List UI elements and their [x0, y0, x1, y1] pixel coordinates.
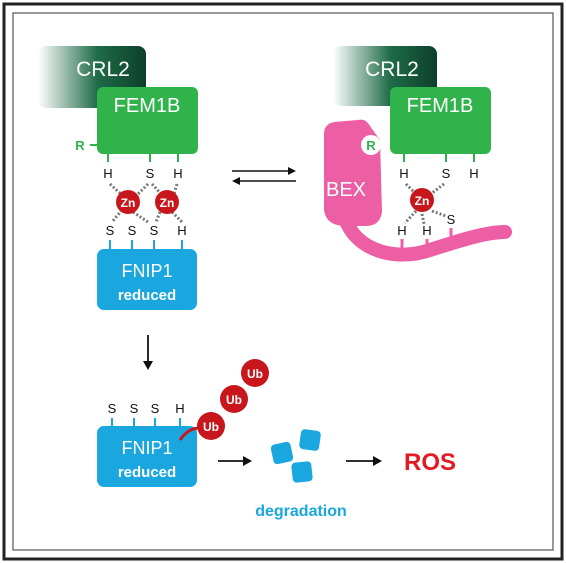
r-residue-left: R — [75, 138, 85, 153]
ub-label-2: Ub — [226, 393, 242, 407]
fnip1-label-left: FNIP1 — [121, 261, 172, 281]
r-residue-circle-right — [361, 135, 381, 155]
arrow-to-degradation — [218, 456, 252, 466]
right-complex: CRL2 FEM1B BEX R H S H Zn H H S — [324, 46, 512, 262]
fnip1-residue-2-left: S — [128, 223, 137, 238]
zinc-ion-left-1 — [116, 190, 140, 214]
ub-label-3: Ub — [247, 367, 263, 381]
zinc-ion-left-2 — [155, 190, 179, 214]
equilibrium-arrows — [232, 167, 296, 185]
fnip1-state-left: reduced — [118, 287, 176, 304]
r-residue-right: R — [366, 138, 376, 153]
fem1b-label-left: FEM1B — [114, 95, 181, 117]
crl2-label-left: CRL2 — [76, 58, 130, 81]
ubiquitinated-fnip1: S S S H FNIP1 reduced Ub Ub Ub — [97, 359, 269, 487]
inner-frame — [12, 12, 554, 551]
zinc-label-right: Zn — [415, 194, 430, 208]
degradation-label: degradation — [255, 503, 347, 520]
fnip1-residue-1-left: S — [106, 223, 115, 238]
bex-residue-1: H — [397, 223, 406, 238]
zinc-ion-right — [410, 188, 434, 212]
fem1b-label-right: FEM1B — [407, 95, 474, 117]
ub-ball-3 — [241, 359, 269, 387]
fnip1-residue-3-left: S — [150, 223, 159, 238]
fem1b-residue-1-right: H — [399, 166, 408, 181]
ub-residue-3: S — [151, 401, 160, 416]
fem1b-residue-2-left: S — [146, 166, 155, 181]
ub-residue-4: H — [175, 401, 184, 416]
ros-label: ROS — [404, 449, 456, 476]
fem1b-residue-2-right: S — [442, 166, 451, 181]
ub-ball-2 — [220, 385, 248, 413]
down-arrow — [143, 335, 153, 370]
fem1b-block-right — [390, 87, 491, 154]
fnip1-residue-4-left: H — [177, 223, 186, 238]
bex-tail — [338, 211, 512, 262]
zinc-label-left-1: Zn — [121, 196, 136, 210]
bex-residue-2: H — [422, 223, 431, 238]
fem1b-residue-3-left: H — [173, 166, 182, 181]
zinc-label-left-2: Zn — [160, 196, 175, 210]
fnip1-block-bottom — [97, 426, 197, 487]
bex-residue-3: S — [447, 212, 456, 227]
ub-label-1: Ub — [203, 420, 219, 434]
ub-ball-1 — [197, 412, 225, 440]
fnip1-label-bottom: FNIP1 — [121, 438, 172, 458]
ub-residue-1: S — [108, 401, 117, 416]
fem1b-residue-3-right: H — [469, 166, 478, 181]
fnip1-state-bottom: reduced — [118, 464, 176, 481]
ub-residue-2: S — [130, 401, 139, 416]
crl2-label-right: CRL2 — [365, 58, 419, 81]
arrow-to-ros — [346, 456, 382, 466]
degradation-fragments — [270, 429, 321, 483]
fem1b-residue-1-left: H — [103, 166, 112, 181]
bex-label: BEX — [326, 179, 366, 201]
left-complex: CRL2 FEM1B R H S H Zn Zn S S S H — [38, 46, 198, 310]
fnip1-block-left — [97, 249, 197, 310]
fem1b-block-left — [97, 87, 198, 154]
